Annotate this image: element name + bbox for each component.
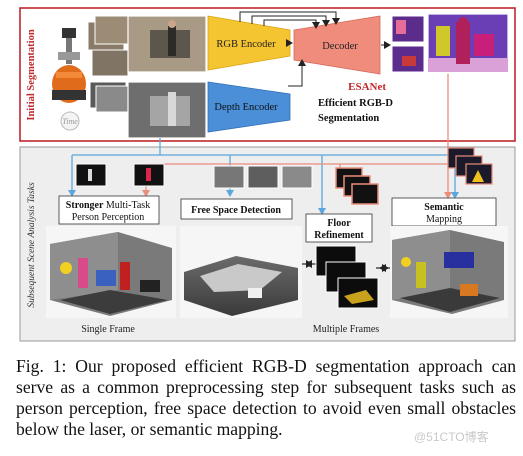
figure-diagram: Initial Segmentation Time RGB Encoder De… [19,7,516,342]
initial-segmentation-label: Initial Segmentation [26,29,37,120]
depth-encoder-block [207,81,291,133]
semantic-mapping-title-box: Semantic Mapping [391,197,497,227]
rgb-input-frames [87,15,207,77]
time-label: Time [62,117,78,126]
free-space-scene [180,226,302,318]
floor-title-line2: Refinement [314,230,364,241]
esanet-desc-line2: Segmentation [318,113,379,124]
person-title-line2: Person Perception [72,212,145,223]
floor-refinement-title-box: Floor Refinement [305,213,373,243]
svg-text:Stronger Multi-Task: Stronger Multi-Task [66,200,150,211]
task-input-thumbnails [75,147,493,205]
esanet-title: ESANet [348,81,386,93]
time-clock-icon: Time [60,111,80,131]
semantic-title-line2: Mapping [426,214,462,225]
depth-encoder-label: Depth Encoder [214,102,278,113]
decoder-block [293,15,381,75]
semantic-title-line1: Semantic [424,202,464,213]
segmentation-output-frames [391,13,509,73]
person-title-bold: Stronger [66,200,104,211]
watermark: @51CTO博客 [414,430,489,444]
multiple-frames-label: Multiple Frames [313,324,379,335]
subsequent-tasks-label: Subsequent Scene Analysis Tasks [27,182,37,308]
figure-caption: Fig. 1: Our proposed efficient RGB-D seg… [16,356,516,439]
floor-title-line1: Floor [327,218,351,229]
rgb-encoder-block [207,15,291,71]
robot-illustration [52,28,86,103]
depth-input-frames [89,81,207,139]
single-frame-label: Single Frame [81,324,135,335]
free-space-title: Free Space Detection [191,205,281,216]
person-perception-title-box: Stronger Multi-Task Person Perception [58,195,160,225]
person-title-rest: Multi-Task [103,200,150,211]
rgb-encoder-label: RGB Encoder [216,39,276,50]
floor-refinement-frames [315,245,379,309]
skip-connections [239,11,391,87]
free-space-title-box: Free Space Detection [180,198,293,220]
single-frame-3d-scene [46,226,176,318]
esanet-desc-line1: Efficient RGB-D [318,98,393,109]
semantic-map-3d-scene [390,226,508,318]
decoder-label: Decoder [322,41,358,52]
